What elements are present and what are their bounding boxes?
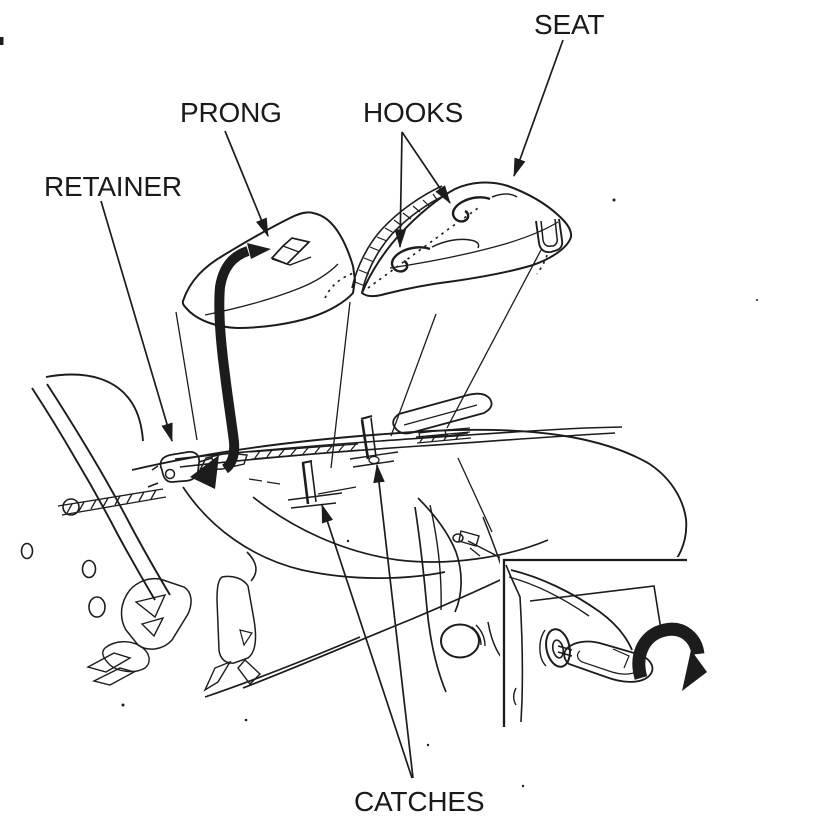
tail-panel (414, 497, 516, 693)
strap-arrowhead (190, 455, 219, 489)
detail-inset (502, 558, 707, 727)
frame-hole (81, 559, 97, 579)
alignment-line (175, 249, 542, 533)
inset-cowl-line (508, 576, 590, 617)
inset-mask (500, 557, 821, 818)
label-seat: SEAT (534, 9, 604, 40)
hooks-leader-line-rear (401, 131, 451, 204)
seat-trim-band (351, 185, 449, 293)
turn-arrow (632, 622, 707, 691)
frame-tube-line (46, 383, 171, 596)
seat-seam-line (204, 263, 339, 316)
seat-rail-line (174, 426, 623, 460)
catch-rear (349, 415, 399, 468)
seat-leader-line (513, 39, 564, 178)
callout-leaders (100, 39, 564, 779)
paper-specks (0, 37, 758, 788)
frame-lug (102, 641, 150, 673)
cowl-inner-line (182, 486, 446, 579)
latch-keeper (452, 530, 481, 557)
knob (440, 623, 486, 659)
hooks-leader-line-front (394, 131, 407, 249)
grab-rail-inner (403, 404, 478, 426)
labels: SEAT PRONG HOOKS RETAINER CATCHES (44, 9, 605, 817)
seat-rear-outline (360, 181, 573, 298)
seat-seam-line (389, 221, 559, 269)
seat-hook-rear (451, 193, 518, 223)
label-prong: PRONG (180, 97, 282, 128)
rail-end-line (445, 427, 471, 437)
seat-striker-bracket (535, 218, 564, 254)
panel-dash-line (248, 478, 357, 495)
seat-dotted-line (324, 207, 548, 299)
bracket-plate (120, 577, 192, 650)
footpeg-hanger (216, 575, 257, 664)
cowl-swoosh (246, 551, 257, 582)
bracket-cutout (134, 593, 167, 619)
lower-fender-line (242, 572, 516, 689)
catches-leader-line-rear (373, 463, 414, 779)
label-retainer: RETAINER (44, 171, 182, 202)
inset-cowl-line (510, 569, 633, 651)
cowl-inner-line (252, 496, 549, 563)
inset-cowl-edge (505, 564, 524, 723)
hatched-rail-bar (57, 431, 472, 516)
retainer-leader-line (100, 200, 173, 443)
seat-strap (190, 243, 271, 489)
prong-leader-line (224, 130, 269, 238)
rail-end-bar (418, 429, 447, 439)
seat-prong (270, 237, 312, 266)
inset-cowl-bump (513, 687, 517, 706)
footpeg-hanger-leg (203, 660, 232, 692)
motorcycle-rear-body (20, 249, 688, 698)
footpeg-hanger-leg (237, 658, 262, 686)
rail-step-bracket (198, 452, 248, 471)
catches-leader-line-front (321, 503, 413, 779)
frame-hole (20, 542, 34, 560)
key (557, 640, 654, 683)
seat-hook-front (390, 238, 480, 273)
strap-tip (247, 243, 271, 259)
label-hooks: HOOKS (363, 97, 463, 128)
label-catches: CATCHES (354, 786, 484, 817)
seat-front-outline (181, 211, 357, 330)
seat-assembly (181, 181, 573, 489)
frame-hole (88, 596, 106, 618)
lower-fender-line (204, 636, 361, 698)
grab-rail (392, 392, 493, 435)
frame-tab (86, 652, 132, 673)
catch-front (287, 460, 343, 509)
inset-frame (502, 558, 687, 727)
hanger-cutout (239, 629, 253, 647)
bracket-cutout (140, 616, 165, 638)
frame-hole (62, 498, 80, 516)
seat-rail-line (179, 432, 616, 468)
side-cover-line (45, 373, 144, 442)
frame-tube-line (31, 387, 156, 601)
